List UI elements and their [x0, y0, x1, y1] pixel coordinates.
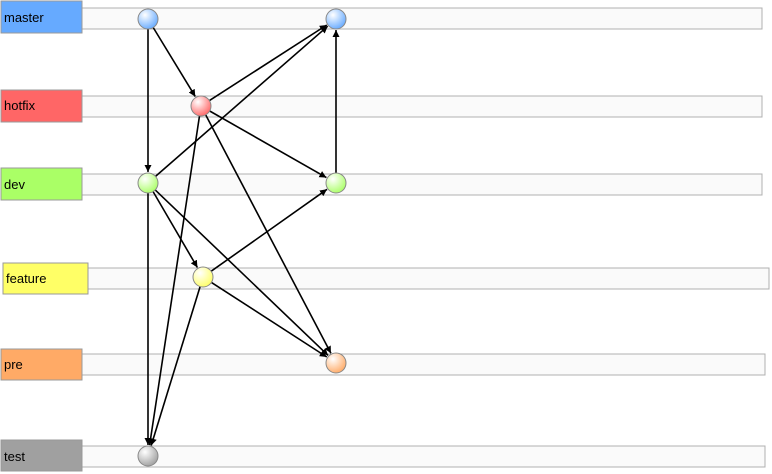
merge-arrow-h1-d2: [209, 110, 327, 179]
merge-arrow-h1-t1: [147, 115, 201, 446]
lane-bar-test: [81, 445, 766, 468]
branch-label-dev: dev: [4, 177, 25, 192]
lane-bar-dev: [81, 173, 763, 196]
branch-label-box-dev: [0, 167, 83, 201]
merge-arrow-d1-p1: [154, 189, 329, 356]
lane-pre: pre: [0, 348, 766, 381]
branch-label-box-test: [0, 439, 83, 472]
branch-label-test: test: [4, 449, 25, 464]
merge-arrow-d1-f1: [152, 191, 199, 268]
commit-node-m1[interactable]: [137, 8, 159, 30]
branch-label-box-hotfix: [0, 89, 83, 123]
lane-bar-hotfix: [81, 95, 763, 118]
merge-arrow-f1-p1: [210, 281, 328, 358]
merge-arrow-h1-p1: [204, 114, 332, 354]
branch-label-box-pre: [0, 348, 83, 381]
commit-node-m2[interactable]: [325, 8, 347, 30]
branch-label-pre: pre: [4, 357, 23, 372]
merge-arrows: [144, 24, 340, 446]
commit-node-d2[interactable]: [325, 172, 347, 194]
commit-node-d1[interactable]: [137, 172, 159, 194]
lane-hotfix: hotfix: [0, 89, 763, 123]
lane-master: master: [0, 0, 763, 34]
merge-arrow-h1-m2: [208, 24, 328, 102]
branch-label-feature: feature: [6, 271, 46, 286]
commit-node-f1[interactable]: [192, 266, 214, 288]
lane-feature: feature: [2, 262, 770, 295]
merge-arrow-f1-d2: [210, 188, 328, 272]
lane-bar-pre: [81, 353, 766, 376]
lane-bar-master: [81, 7, 763, 30]
branch-label-box-master: [0, 0, 83, 34]
commit-nodes: [137, 8, 347, 467]
branch-label-box-feature: [2, 262, 89, 295]
commit-node-t1[interactable]: [137, 445, 159, 467]
commit-node-p1[interactable]: [325, 352, 347, 374]
merge-arrow-m1-h1: [152, 27, 196, 98]
merge-arrow-f1-t1: [149, 286, 201, 446]
lane-bar-feature: [87, 267, 770, 290]
lane-test: test: [0, 439, 766, 472]
merge-arrow-d1-m2: [154, 25, 329, 178]
lane-dev: dev: [0, 167, 763, 201]
branch-label-hotfix: hotfix: [4, 98, 36, 113]
branch-label-master: master: [4, 10, 44, 25]
commit-node-h1[interactable]: [190, 95, 212, 117]
